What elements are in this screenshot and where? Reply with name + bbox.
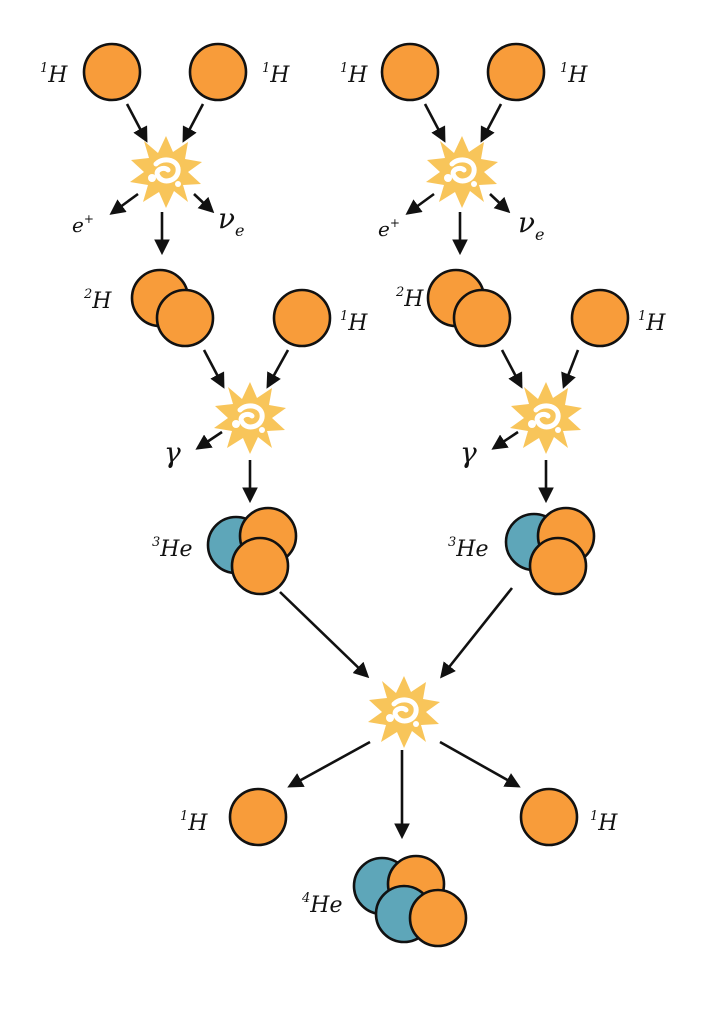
- proton-sphere: [155, 288, 215, 348]
- proton-sphere: [188, 42, 248, 102]
- positron-label: e+: [378, 216, 400, 241]
- h1-label: 1H: [638, 309, 666, 336]
- he4-label: 4He: [301, 891, 343, 918]
- h1-label: 1H: [590, 809, 618, 836]
- neutrino-label: νe: [518, 206, 545, 244]
- h1-label: 1H: [180, 809, 208, 836]
- proton-sphere: [408, 888, 468, 948]
- proton-sphere: [380, 42, 440, 102]
- reaction-burst-icon: [130, 136, 202, 208]
- final-reaction: 1H 1H 4He: [180, 676, 618, 948]
- arrow: [182, 103, 205, 143]
- arrow: [439, 740, 521, 788]
- h2-label: 2H: [395, 285, 424, 312]
- arrow: [405, 192, 435, 215]
- proton-sphere: [486, 42, 546, 102]
- right-branch: 1H 1H e+ νe 2H 1H γ 3He: [340, 42, 666, 679]
- arrow: [489, 193, 511, 214]
- proton-sphere: [272, 288, 332, 348]
- arrow: [125, 103, 148, 143]
- arrow: [193, 193, 215, 214]
- h1-label: 1H: [40, 61, 68, 88]
- arrow: [491, 430, 519, 450]
- arrow: [561, 349, 580, 389]
- gamma-label: γ: [460, 436, 477, 469]
- proton-sphere: [570, 288, 630, 348]
- arrow: [202, 349, 225, 389]
- arrow: [109, 192, 139, 215]
- left-branch: 1H 1H e+ νe 2H 1H γ 3He: [40, 42, 370, 679]
- reaction-burst-icon: [214, 382, 286, 454]
- arrow: [279, 591, 370, 679]
- he3-label: 3He: [448, 535, 489, 562]
- arrow: [195, 430, 223, 450]
- gamma-label: γ: [164, 436, 181, 469]
- proton-sphere: [230, 536, 290, 596]
- arrow: [440, 587, 514, 679]
- h1-label: 1H: [560, 61, 588, 88]
- he3-label: 3He: [152, 535, 193, 562]
- proton-sphere: [528, 536, 588, 596]
- h1-label: 1H: [340, 309, 368, 336]
- h2-label: 2H: [83, 287, 112, 314]
- proton-sphere: [228, 787, 288, 847]
- reaction-burst-icon: [510, 382, 582, 454]
- positron-label: e+: [72, 212, 94, 237]
- proton-sphere: [82, 42, 142, 102]
- proton-sphere: [452, 288, 512, 348]
- arrow: [423, 103, 446, 143]
- arrow: [500, 349, 523, 389]
- reaction-burst-icon: [426, 136, 498, 208]
- reaction-burst-icon: [368, 676, 440, 748]
- h1-label: 1H: [262, 61, 290, 88]
- neutrino-label: νe: [218, 202, 245, 240]
- arrow: [266, 349, 290, 389]
- proton-sphere: [519, 787, 579, 847]
- h1-label: 1H: [340, 61, 368, 88]
- arrow: [287, 740, 371, 788]
- arrow: [480, 103, 503, 143]
